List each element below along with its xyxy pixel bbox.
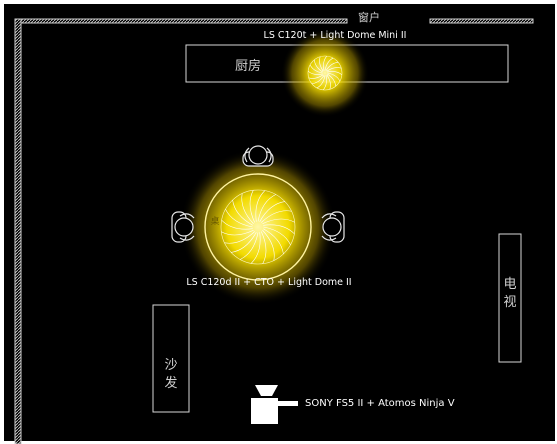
sofa xyxy=(152,304,190,413)
dome-spoke xyxy=(324,57,334,71)
dome-spoke xyxy=(249,190,256,223)
dome-spoke xyxy=(307,70,323,75)
key-light-label: LS C120d II + CTO + Light Dome II xyxy=(186,277,351,288)
dome-spoke xyxy=(259,201,285,222)
top-wall-left xyxy=(20,18,348,24)
top-light-glow xyxy=(281,29,369,117)
tv-label-char2: 视 xyxy=(503,295,516,310)
dome-spoke xyxy=(261,210,292,223)
dome-spoke xyxy=(221,229,254,236)
dome-spoke xyxy=(263,226,291,245)
dome-spoke xyxy=(231,232,257,253)
dome-spoke xyxy=(325,62,339,71)
dome-spoke xyxy=(311,75,325,84)
dome-spoke xyxy=(221,219,253,230)
dome-spoke xyxy=(309,64,323,74)
dome-spoke xyxy=(260,231,267,264)
sofa-label-char2: 发 xyxy=(164,375,177,391)
left-wall xyxy=(14,18,22,444)
table-label: 桌 xyxy=(210,215,219,227)
top-light-dome xyxy=(307,55,343,91)
sofa-label-char1: 沙 xyxy=(164,358,177,373)
dome-spoke xyxy=(322,75,327,91)
dome-spoke xyxy=(323,55,328,71)
dome-spoke xyxy=(327,71,343,76)
dome-spoke xyxy=(263,228,284,254)
dome-spoke xyxy=(326,74,331,90)
dome-spoke xyxy=(327,72,341,82)
dome-spoke xyxy=(263,224,295,235)
dome-spoke xyxy=(232,200,253,226)
table-outline xyxy=(204,173,312,281)
top-light-label: LS C120t + Light Dome Mini II xyxy=(264,30,407,41)
key-light-glow xyxy=(180,149,336,305)
dome-spoke xyxy=(257,194,276,222)
key-light-dome xyxy=(220,189,296,265)
walls xyxy=(14,18,534,444)
dome-spoke xyxy=(319,56,324,72)
dome-spoke xyxy=(308,74,324,79)
camera-label: SONY FS5 II + Atomos Ninja V xyxy=(305,398,455,409)
dome-spoke xyxy=(225,209,253,228)
dome-spoke xyxy=(240,232,259,260)
dome-spoke xyxy=(327,73,336,87)
dome-spoke xyxy=(326,67,342,72)
camera-icon xyxy=(251,385,298,424)
kitchen-label: 厨房 xyxy=(235,58,261,74)
window-label: 窗户 xyxy=(358,10,380,24)
dome-spoke xyxy=(262,230,275,261)
top-wall-right xyxy=(429,18,534,24)
dome-spoke xyxy=(316,75,326,89)
person-top xyxy=(242,145,274,167)
dome-spoke xyxy=(262,218,295,225)
person-left xyxy=(171,211,195,243)
person-right xyxy=(321,211,345,243)
tv-stand xyxy=(498,233,522,363)
dome-spoke xyxy=(255,190,266,222)
dome-spoke xyxy=(314,59,323,73)
tv-label-char1: 电 xyxy=(503,277,516,292)
dome-spoke xyxy=(224,231,255,244)
dome-spoke xyxy=(250,232,261,264)
dome-spoke xyxy=(241,193,254,224)
